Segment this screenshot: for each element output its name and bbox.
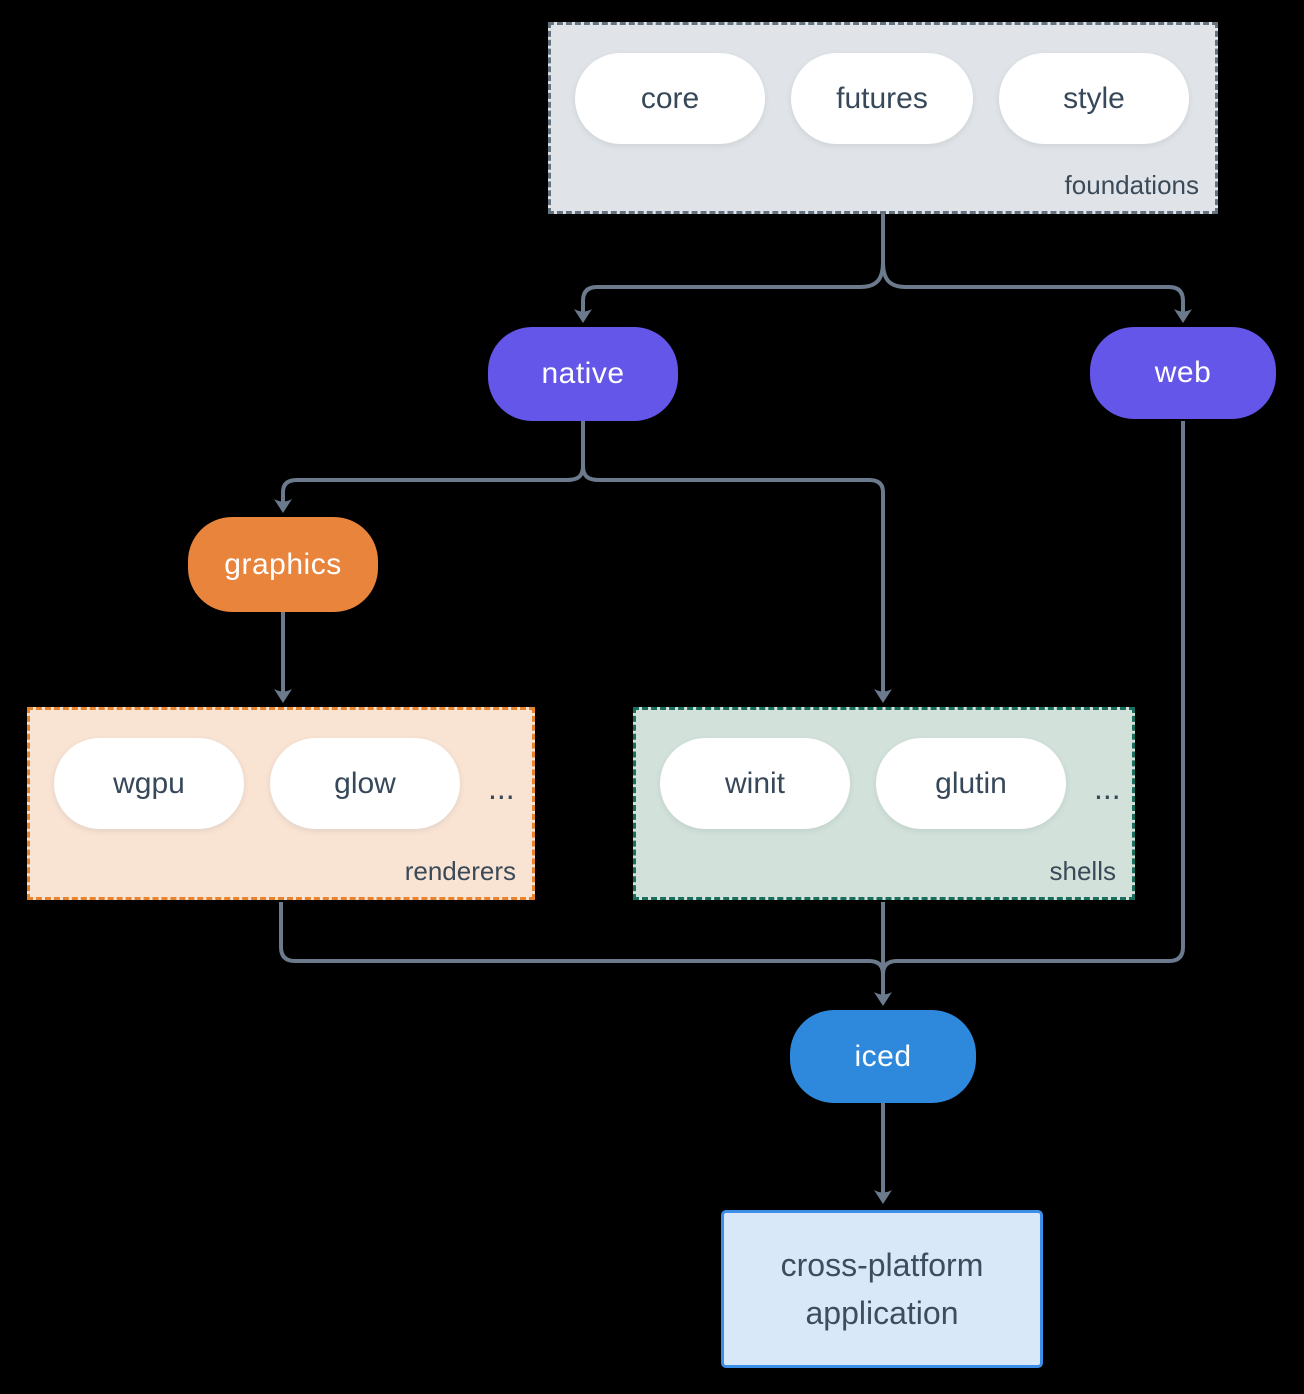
node-futures: futures (791, 53, 973, 144)
node-graphics: graphics (188, 517, 378, 612)
renderers-ellipsis: ... (488, 770, 515, 806)
shells-group: winit glutin ... shells (633, 707, 1135, 900)
node-cross-platform-application: cross-platform application (721, 1210, 1043, 1368)
renderers-label: renderers (404, 856, 516, 886)
shells-pill-row: winit glutin ... (636, 710, 1132, 829)
connector-native-graphics (274, 465, 585, 513)
shells-label: shells (1049, 856, 1116, 886)
node-winit: winit (660, 738, 850, 829)
node-web: web (1090, 327, 1276, 419)
connector-foundations-native (574, 261, 885, 323)
node-glutin: glutin (876, 738, 1066, 829)
node-native: native (488, 327, 678, 421)
node-wgpu: wgpu (54, 738, 244, 829)
foundations-group: core futures style foundations (548, 22, 1218, 214)
node-iced: iced (790, 1010, 976, 1103)
renderers-group: wgpu glow ... renderers (27, 707, 535, 900)
node-core: core (575, 53, 765, 144)
shells-ellipsis: ... (1094, 770, 1121, 806)
foundations-pill-row: core futures style (551, 25, 1215, 144)
renderers-pill-row: wgpu glow ... (30, 710, 532, 829)
connector-native-shells (581, 465, 892, 703)
connector-foundations-web (881, 261, 1192, 323)
connector-renderers-merge (279, 902, 885, 975)
node-glow: glow (270, 738, 460, 829)
node-style: style (999, 53, 1189, 144)
foundations-label: foundations (1064, 170, 1199, 200)
